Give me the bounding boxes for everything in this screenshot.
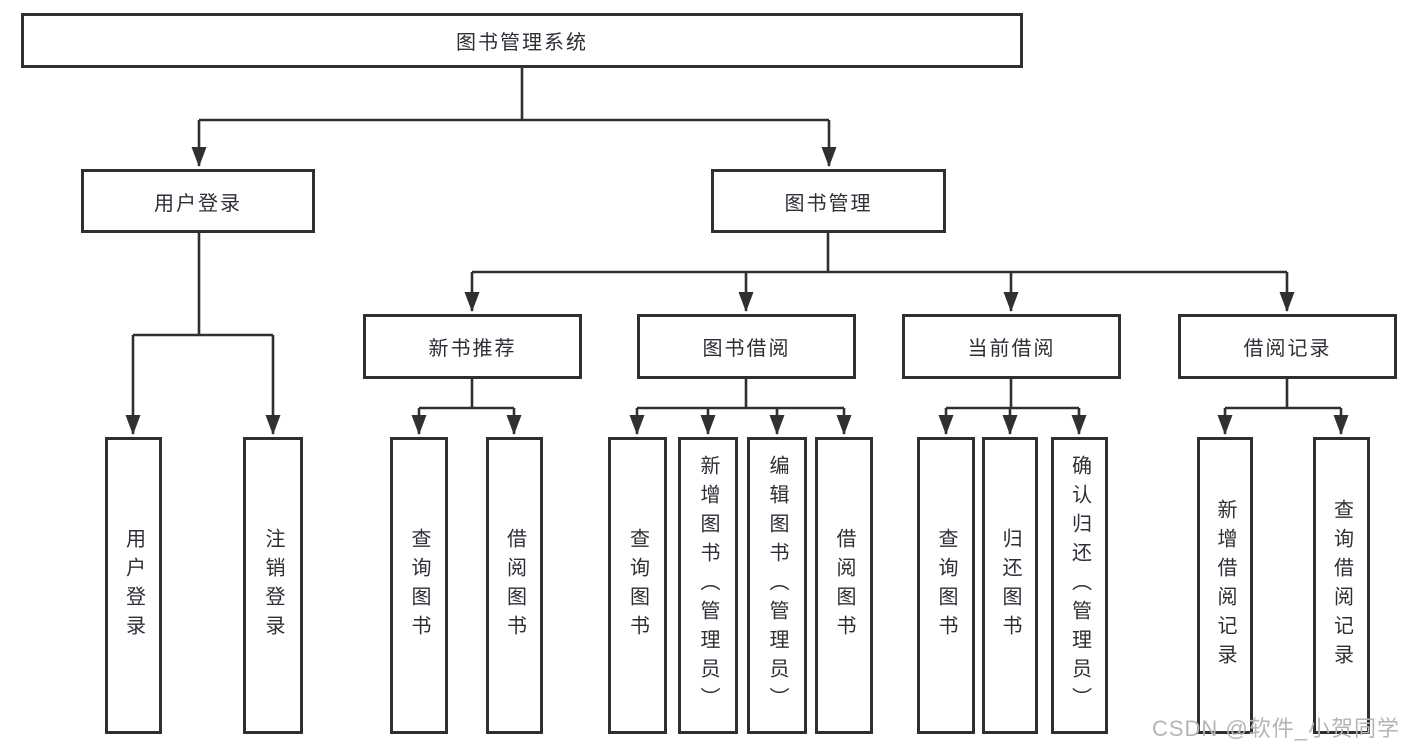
node-label: 新书推荐 [428,338,517,360]
node-label: 查询图书 [408,527,430,644]
node-label: 查询借阅记录 [1330,498,1353,673]
node-borrowing-records: 借阅记录 [1178,314,1397,379]
node-label: 当前借阅 [967,338,1056,360]
node-book-borrowing: 图书借阅 [637,314,856,379]
node-label: 用户登录 [122,527,145,644]
node-label: 查询图书 [935,527,957,644]
node-label: 确认归还（管理员） [1068,455,1091,716]
node-label: 归还图书 [999,527,1021,644]
node-label: 借阅记录 [1243,338,1332,360]
node-label: 图书管理系统 [456,32,588,54]
node-label: 新增借阅记录 [1214,498,1236,673]
node-label: 借阅图书 [503,527,526,644]
node-book-management: 图书管理 [711,169,946,233]
leaf-logout: 注销登录 [243,437,303,734]
node-user-login: 用户登录 [81,169,315,233]
node-library-management-system: 图书管理系统 [21,13,1023,68]
leaf-query-books-current: 查询图书 [917,437,975,734]
node-label: 用户登录 [154,192,242,215]
node-label: 查询图书 [626,527,649,644]
leaf-edit-books-admin: 编辑图书（管理员） [747,437,807,734]
node-label: 注销登录 [262,527,284,644]
leaf-add-borrow-record: 新增借阅记录 [1197,437,1253,734]
leaf-confirm-return-admin: 确认归还（管理员） [1051,437,1108,734]
leaf-user-login: 用户登录 [105,437,162,734]
leaf-return-books: 归还图书 [982,437,1038,734]
node-current-borrowing: 当前借阅 [902,314,1121,379]
node-label: 新增图书（管理员） [697,455,719,716]
leaf-add-books-admin: 新增图书（管理员） [678,437,738,734]
node-label: 借阅图书 [833,527,855,644]
node-label: 图书管理 [784,192,873,215]
leaf-query-borrow-record: 查询借阅记录 [1313,437,1370,734]
node-new-book-recommendation: 新书推荐 [363,314,582,379]
leaf-query-books-borrowing: 查询图书 [608,437,667,734]
leaf-borrow-books-recommend: 借阅图书 [486,437,543,734]
node-label: 图书借阅 [702,338,791,360]
leaf-borrow-books-borrowing: 借阅图书 [815,437,873,734]
node-label: 编辑图书（管理员） [766,455,788,716]
csdn-watermark: CSDN @软件_小贺同学 [1151,716,1400,741]
leaf-query-books-recommend: 查询图书 [390,437,448,734]
